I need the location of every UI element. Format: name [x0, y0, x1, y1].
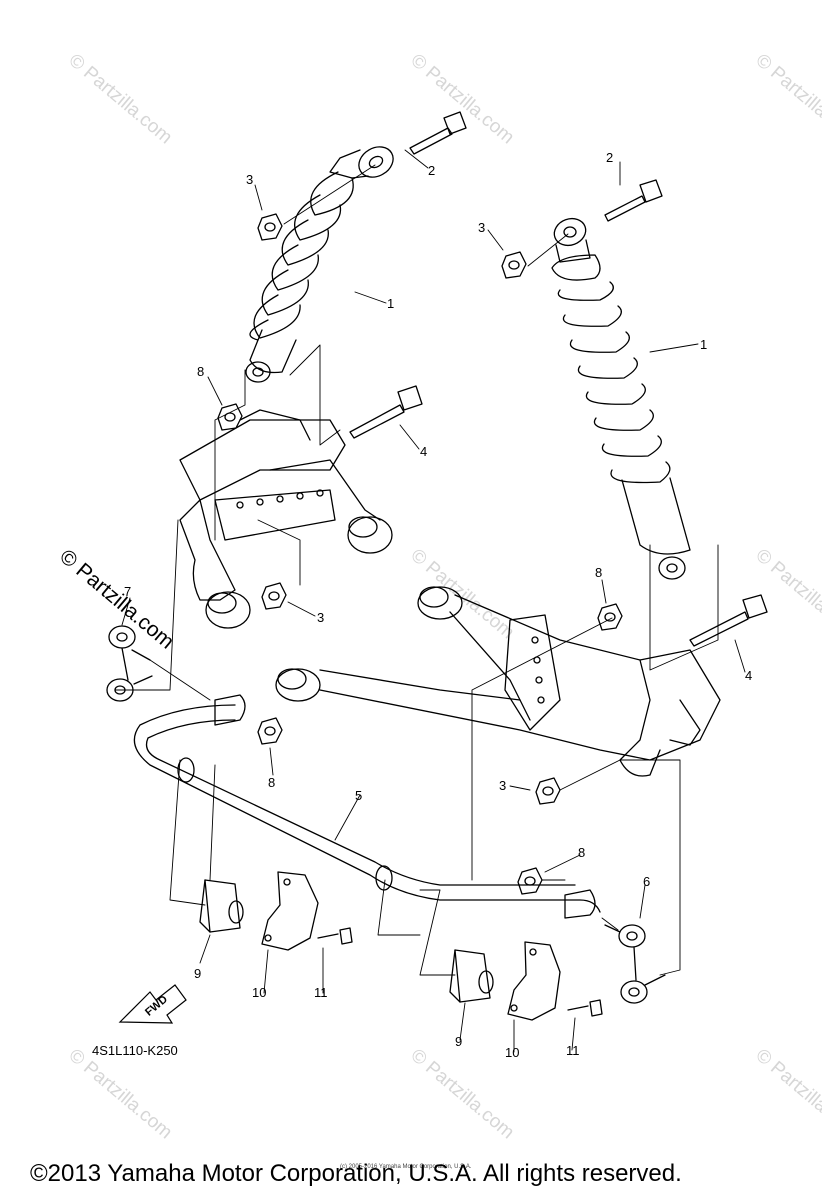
- tiny-copyright: (c) 2005-2016 Yamaha Motor Corporation, …: [340, 1164, 472, 1170]
- forward-arrow-label: FWD: [143, 993, 170, 1019]
- callout-9: 9: [455, 1034, 463, 1049]
- callout-leaders: [121, 149, 746, 1053]
- lower-bolt-right: [689, 594, 768, 647]
- lower-bolt-left: [349, 385, 423, 439]
- drawing-code: 4S1L110-K250: [92, 1043, 178, 1058]
- callout-8: 8: [578, 845, 586, 860]
- right-a-arm: [275, 586, 721, 777]
- forward-arrow-label-box: FWD: [118, 990, 188, 1040]
- nut-3-b: [501, 251, 527, 279]
- alignment-lines: [114, 164, 719, 976]
- callout-4: 4: [420, 444, 428, 459]
- callout-8: 8: [595, 565, 603, 580]
- stabilizer-bar: [133, 694, 601, 919]
- bolt-11-right: [567, 999, 603, 1017]
- nut-8-b: [597, 603, 623, 631]
- callout-2: 2: [428, 163, 436, 178]
- callout-3: 3: [246, 172, 254, 187]
- callout-7: 7: [124, 584, 132, 599]
- holder-left: [261, 871, 319, 951]
- callout-6: 6: [643, 874, 651, 889]
- forward-arrow: [118, 984, 187, 1024]
- callout-1: 1: [387, 296, 395, 311]
- nut-3-c: [261, 582, 287, 610]
- nut-3-d: [535, 777, 561, 805]
- upper-bolt-left: [409, 111, 467, 155]
- left-shock-absorber: [245, 146, 394, 383]
- nut-3-a: [257, 213, 283, 241]
- callout-9: 9: [194, 966, 202, 981]
- callout-4: 4: [745, 668, 753, 683]
- bushing-left: [199, 879, 244, 933]
- callout-3: 3: [499, 778, 507, 793]
- left-a-arm: [179, 409, 393, 629]
- nut-8-d: [517, 867, 543, 895]
- callout-8: 8: [197, 364, 205, 379]
- right-shock-absorber: [551, 217, 691, 580]
- callout-3: 3: [317, 610, 325, 625]
- callout-2: 2: [606, 150, 614, 165]
- callout-10: 10: [252, 985, 267, 1000]
- bushing-right: [449, 949, 494, 1003]
- callout-1: 1: [700, 337, 708, 352]
- callout-10: 10: [505, 1045, 520, 1060]
- callout-5: 5: [355, 788, 363, 803]
- nut-8-c: [257, 717, 283, 745]
- callout-11: 11: [566, 1043, 580, 1058]
- holder-right: [507, 941, 561, 1021]
- callout-11: 11: [314, 985, 328, 1000]
- copyright-notice: ©2013 Yamaha Motor Corporation, U.S.A. A…: [30, 1160, 682, 1187]
- bolt-11-left: [317, 927, 353, 945]
- upper-bolt-right: [604, 179, 663, 222]
- stabilizer-link-right: [604, 924, 666, 1004]
- callout-8: 8: [268, 775, 276, 790]
- callout-3: 3: [478, 220, 486, 235]
